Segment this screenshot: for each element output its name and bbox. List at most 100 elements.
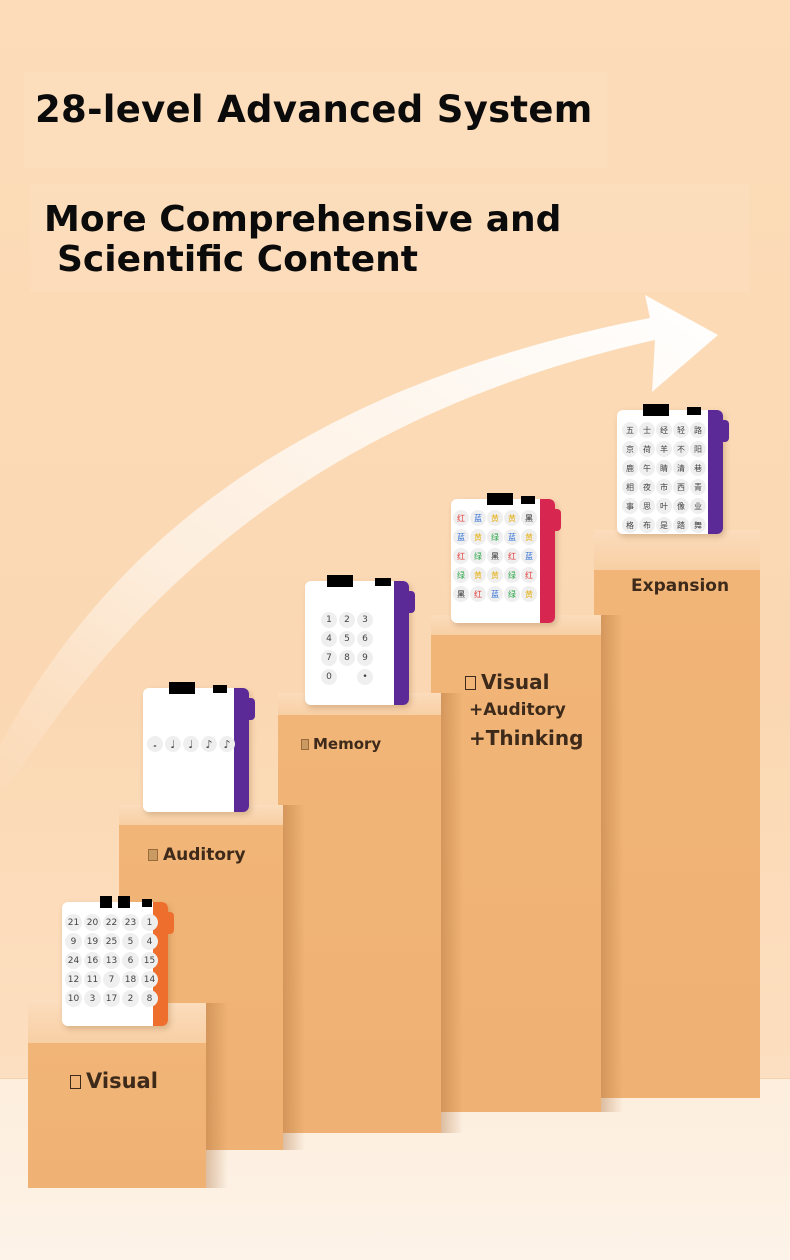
keypad-key: 0 <box>321 669 337 685</box>
music-note-icon: ♩ <box>165 736 181 752</box>
character-cell: 布 <box>639 517 655 533</box>
bullet-icon <box>301 739 309 750</box>
character-cell: 经 <box>656 422 672 438</box>
number-cell: 25 <box>103 933 120 950</box>
color-word-cell: 红 <box>453 510 469 526</box>
color-word-cell: 黄 <box>521 529 537 545</box>
color-word-cell: 黄 <box>487 510 503 526</box>
keypad-key: 8 <box>339 650 355 666</box>
character-grid: 五士经轻路京荷羊不阳鹿午睛清巷相夜市西青事思叶像业格布是踏舞 <box>622 422 706 533</box>
number-cell: 20 <box>84 914 101 931</box>
color-word-cell: 红 <box>453 548 469 564</box>
number-cell: 18 <box>122 971 139 988</box>
keypad-key: 6 <box>357 631 373 647</box>
step-label-visual: Visual <box>70 1069 158 1093</box>
card-auditory-notes: 𝅗♩♩♪♪ <box>143 682 255 812</box>
keypad-key: 1 <box>321 612 337 628</box>
step-label-expansion: Expansion <box>631 576 730 596</box>
number-cell: 17 <box>103 990 120 1007</box>
character-cell: 五 <box>622 422 638 438</box>
color-word-cell: 绿 <box>453 567 469 583</box>
keypad-key: 2 <box>339 612 355 628</box>
character-cell: 士 <box>639 422 655 438</box>
character-cell: 清 <box>673 460 689 476</box>
music-note-icon: ♪ <box>219 736 235 752</box>
character-cell: 羊 <box>656 441 672 457</box>
character-cell: 夜 <box>639 479 655 495</box>
character-cell: 像 <box>673 498 689 514</box>
step-block-visual-auditory-thinking <box>431 615 623 1112</box>
music-note-icon: ♪ <box>201 736 217 752</box>
keypad-key: 9 <box>357 650 373 666</box>
music-note-icon: ♩ <box>183 736 199 752</box>
card-expansion-character-grid: 五士经轻路京荷羊不阳鹿午睛清巷相夜市西青事思叶像业格布是踏舞 <box>617 404 729 534</box>
character-cell: 睛 <box>656 460 672 476</box>
character-cell: 西 <box>673 479 689 495</box>
color-word-cell: 蓝 <box>521 548 537 564</box>
color-word-grid: 红蓝黄黄黑蓝黄绿蓝黄红绿黑红蓝绿黄黄绿红黑红蓝绿黄 <box>453 510 537 602</box>
keypad-key: 3 <box>357 612 373 628</box>
color-word-cell: 黄 <box>470 567 486 583</box>
number-cell: 19 <box>84 933 101 950</box>
subheadline: More Comprehensive and Scientific Conten… <box>44 200 561 280</box>
step-label-visual-auditory-thinking: Visual +Auditory +Thinking <box>465 666 583 754</box>
number-cell: 8 <box>141 990 158 1007</box>
number-cell: 7 <box>103 971 120 988</box>
character-cell: 荷 <box>639 441 655 457</box>
bullet-icon <box>148 849 158 861</box>
color-word-cell: 红 <box>470 586 486 602</box>
color-word-cell: 黑 <box>521 510 537 526</box>
color-word-cell: 蓝 <box>453 529 469 545</box>
color-word-cell: 黄 <box>504 510 520 526</box>
character-cell: 事 <box>622 498 638 514</box>
color-word-cell: 黄 <box>521 586 537 602</box>
number-cell: 1 <box>141 914 158 931</box>
music-notes-row: 𝅗♩♩♪♪ <box>147 736 235 752</box>
number-cell: 23 <box>122 914 139 931</box>
color-word-cell: 绿 <box>487 529 503 545</box>
number-cell: 4 <box>141 933 158 950</box>
number-cell: 5 <box>122 933 139 950</box>
character-cell: 青 <box>690 479 706 495</box>
color-word-cell: 黑 <box>487 548 503 564</box>
number-cell: 9 <box>65 933 82 950</box>
headline-band <box>24 72 606 168</box>
number-cell: 6 <box>122 952 139 969</box>
color-word-cell: 蓝 <box>504 529 520 545</box>
step-block-visual <box>28 1003 228 1188</box>
number-cell: 14 <box>141 971 158 988</box>
character-cell: 思 <box>639 498 655 514</box>
music-note-icon: 𝅗 <box>147 736 163 752</box>
character-cell: 不 <box>673 441 689 457</box>
character-cell: 市 <box>656 479 672 495</box>
character-cell: 舞 <box>690 517 706 533</box>
color-word-cell: 绿 <box>504 567 520 583</box>
character-cell: 格 <box>622 517 638 533</box>
number-cell: 12 <box>65 971 82 988</box>
keypad-key: • <box>357 669 373 685</box>
number-cell: 3 <box>84 990 101 1007</box>
character-cell: 是 <box>656 517 672 533</box>
headline: 28-level Advanced System <box>35 88 593 131</box>
number-cell: 10 <box>65 990 82 1007</box>
character-cell: 轻 <box>673 422 689 438</box>
step-label-auditory: Auditory <box>148 845 246 865</box>
subheadline-band <box>30 184 750 292</box>
keypad-key <box>339 669 355 685</box>
number-cell: 11 <box>84 971 101 988</box>
character-cell: 业 <box>690 498 706 514</box>
character-cell: 巷 <box>690 460 706 476</box>
character-cell: 踏 <box>673 517 689 533</box>
number-cell: 13 <box>103 952 120 969</box>
step-block-expansion <box>594 530 760 1098</box>
color-word-cell: 黄 <box>487 567 503 583</box>
bullet-icon <box>465 676 476 690</box>
number-cell: 22 <box>103 914 120 931</box>
character-cell: 叶 <box>656 498 672 514</box>
character-cell: 午 <box>639 460 655 476</box>
number-cell: 2 <box>122 990 139 1007</box>
color-word-cell: 黄 <box>470 529 486 545</box>
subheadline-line-1: More Comprehensive and <box>44 199 562 240</box>
